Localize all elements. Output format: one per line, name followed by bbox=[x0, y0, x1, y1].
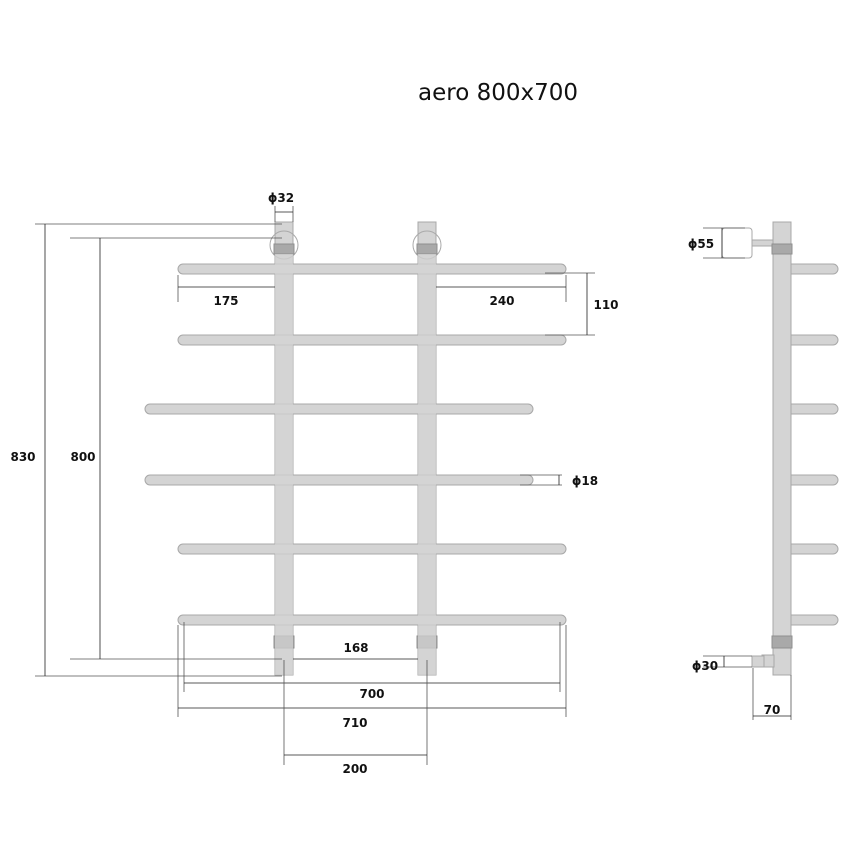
bottom-connector-end bbox=[751, 655, 765, 668]
right-top-band bbox=[416, 243, 438, 255]
left-top-band bbox=[273, 243, 295, 255]
left-pipe-overlay bbox=[275, 254, 293, 675]
dim-width-710: 710 bbox=[342, 716, 367, 730]
horizontal-bar bbox=[177, 543, 567, 555]
horizontal-bar bbox=[177, 614, 567, 626]
dim-pipe-diameter: ϕ32 bbox=[268, 191, 294, 205]
front-view bbox=[144, 221, 567, 676]
dim-inner-gap: 168 bbox=[343, 641, 368, 655]
dim-width-700: 700 bbox=[359, 687, 384, 701]
dim-bottom-connector-diameter: ϕ30 bbox=[692, 659, 718, 673]
dim-center-distance: 200 bbox=[342, 762, 367, 776]
side-top-band bbox=[771, 243, 793, 255]
horizontal-bar bbox=[177, 334, 567, 346]
dim-bar-diameter: ϕ18 bbox=[572, 474, 598, 488]
side-bottom-band bbox=[771, 635, 793, 649]
dim-total-height: 830 bbox=[10, 450, 35, 464]
dim-bar-spacing: 110 bbox=[593, 298, 618, 312]
side-view bbox=[721, 221, 839, 676]
top-connector bbox=[751, 239, 775, 247]
horizontal-bar bbox=[144, 403, 534, 415]
front-dimensions: ϕ32 830 800 175 240 110 ϕ18 168 700 710 … bbox=[10, 191, 618, 776]
side-vertical-pipe bbox=[772, 221, 792, 676]
top-cap-cylinder bbox=[721, 227, 753, 259]
dim-top-cap-diameter: ϕ55 bbox=[688, 237, 714, 251]
dim-left-overhang: 175 bbox=[213, 294, 238, 308]
right-pipe-overlay bbox=[418, 254, 436, 675]
dim-right-overhang: 240 bbox=[489, 294, 514, 308]
drawing-title: aero 800x700 bbox=[418, 80, 578, 106]
dim-wall-offset: 70 bbox=[764, 703, 781, 717]
side-dimensions: ϕ55 ϕ30 70 bbox=[688, 227, 792, 720]
dim-center-height: 800 bbox=[70, 450, 95, 464]
horizontal-bar bbox=[177, 263, 567, 275]
horizontal-bar bbox=[144, 474, 534, 486]
